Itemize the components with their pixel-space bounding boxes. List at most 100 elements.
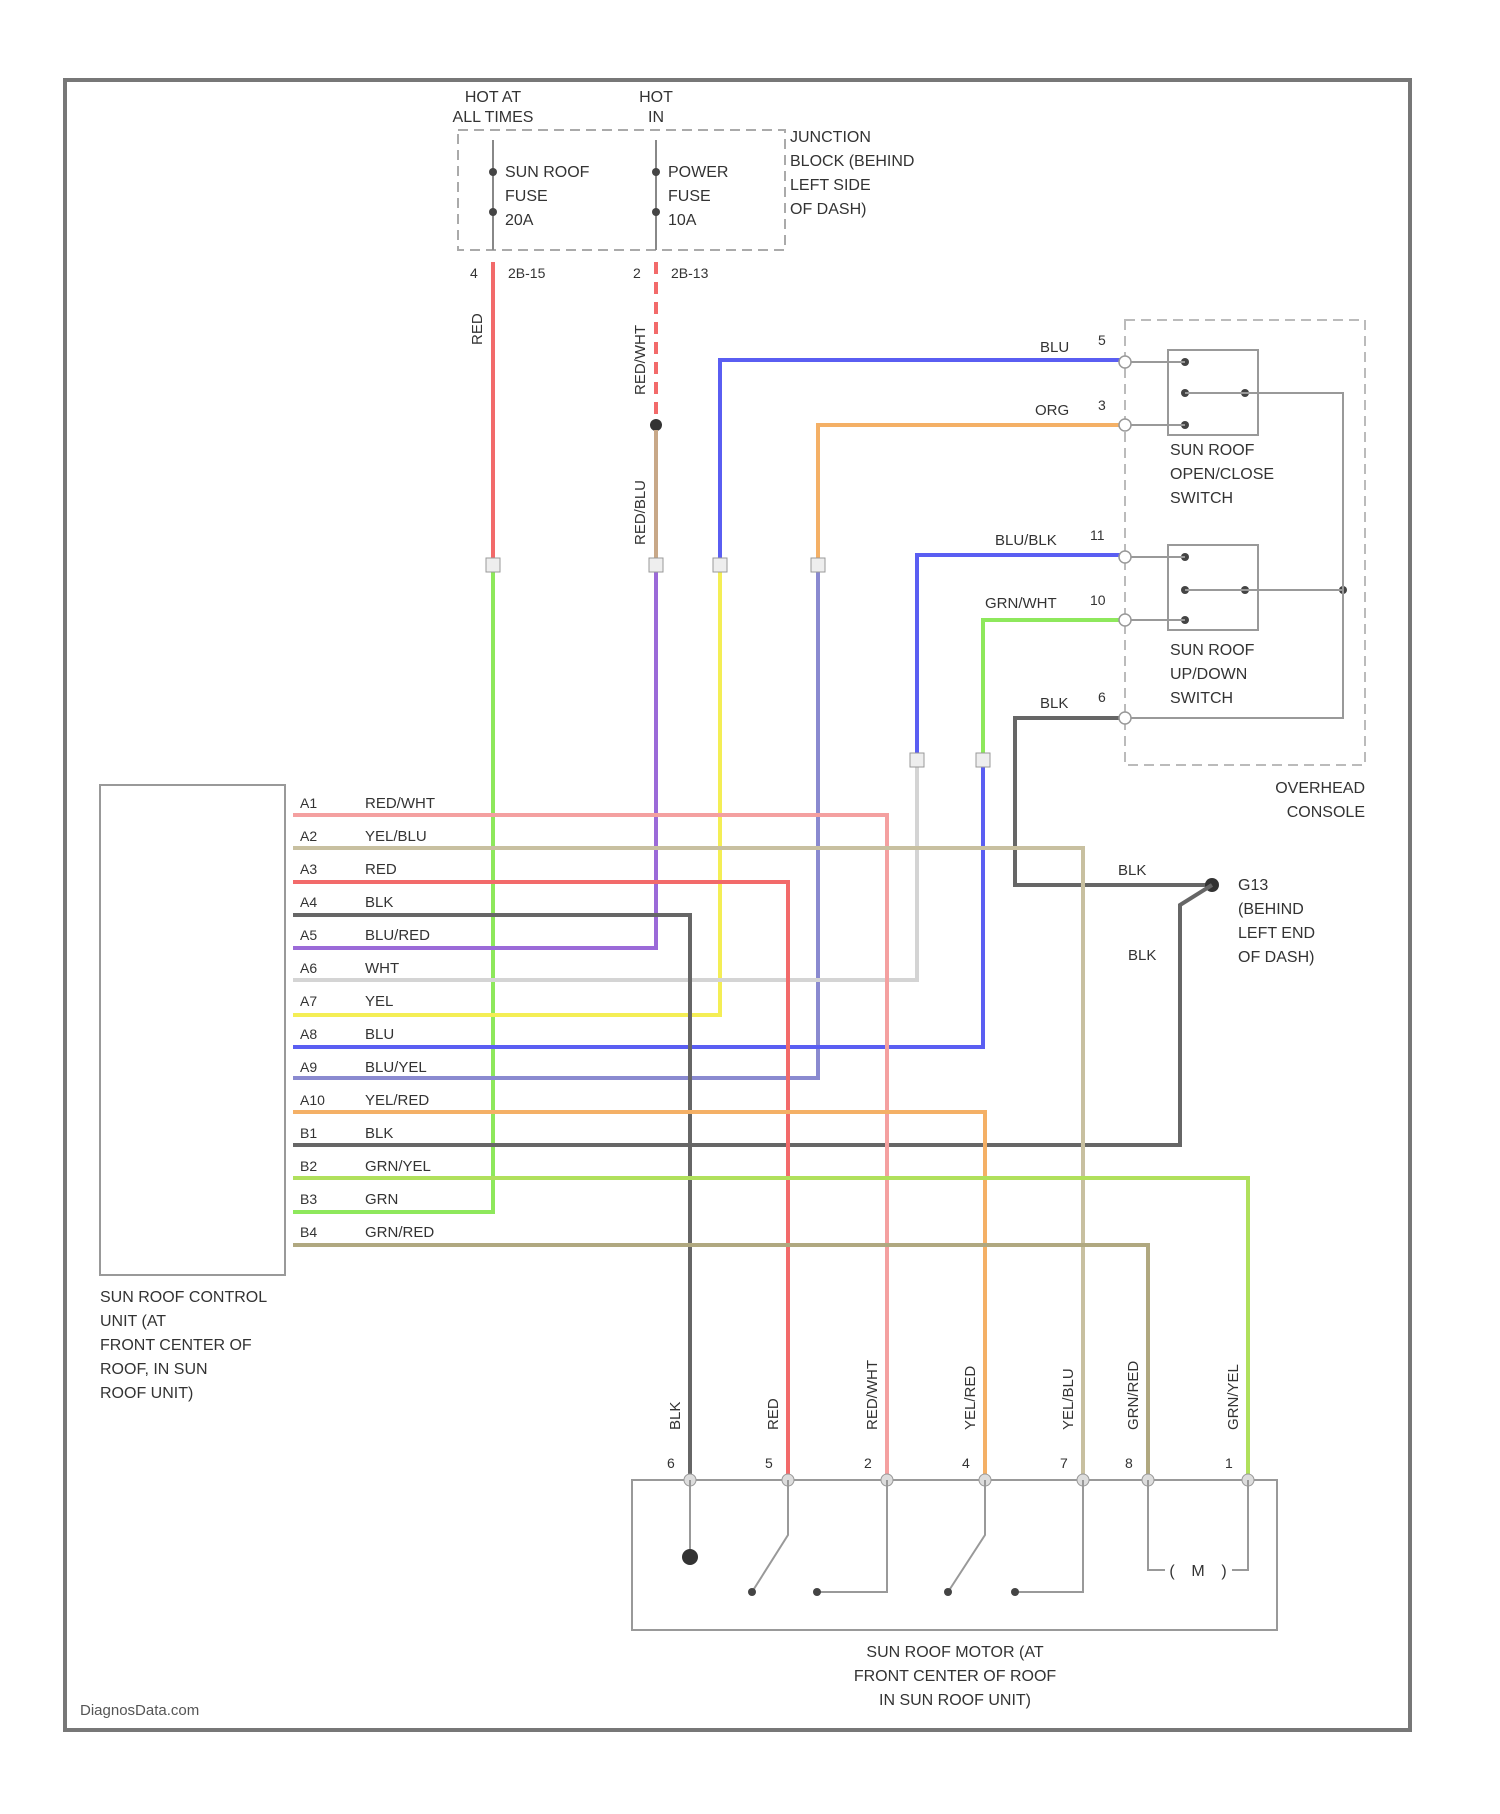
wire-blured-a5 — [293, 565, 656, 948]
ov-wire-pin-4: 10 — [1090, 592, 1106, 608]
cu-wire: WHT — [365, 960, 399, 977]
conn-left-pin: 4 — [470, 265, 478, 281]
cu-wire: BLU/YEL — [365, 1059, 427, 1076]
motor-pin: 6 — [667, 1455, 675, 1471]
wire-grnred-b4 — [293, 1245, 1148, 1480]
ov-wire-pin-3: 11 — [1090, 527, 1105, 543]
motor-wire-label: GRN/RED — [1125, 1361, 1142, 1430]
connector-box — [713, 558, 727, 572]
motor-wire-labels: BLK 6 RED 5 RED/WHT 2 YEL/RED 4 YEL/BLU … — [667, 1360, 1242, 1471]
cu-pin: A4 — [300, 894, 317, 910]
cu-pin: A10 — [300, 1092, 325, 1108]
motor-wire-label: BLK — [667, 1402, 684, 1430]
sunroof-control-unit-box — [100, 785, 285, 1275]
overhead-console-outline — [1125, 320, 1365, 765]
cu-wire: GRN/YEL — [365, 1158, 431, 1175]
conn-left-code: 2B-15 — [508, 265, 546, 281]
motor-wire-label: YEL/BLU — [1060, 1368, 1077, 1430]
wire-grnyel-b2 — [293, 1178, 1248, 1480]
connector-box — [811, 558, 825, 572]
cu-pin: A8 — [300, 1026, 317, 1042]
wire-blu-switch — [720, 360, 1125, 565]
ov-wire-label-5: BLK — [1040, 695, 1068, 712]
cu-wire: BLU — [365, 1026, 394, 1043]
ov-wire-label-1: BLU — [1040, 339, 1069, 356]
cu-wire: YEL/BLU — [365, 828, 427, 845]
motor-symbol-right-paren: ) — [1221, 1563, 1226, 1580]
motor-ground-terminal — [682, 1549, 698, 1565]
fuse-power-terminal-bottom — [652, 208, 660, 216]
motor-pin: 1 — [1225, 1455, 1233, 1471]
ov-wire-pin-1: 5 — [1098, 332, 1106, 348]
cu-wire: GRN/RED — [365, 1224, 434, 1241]
wire-blublk-switch — [917, 555, 1125, 760]
switch-internal-wiring — [1125, 362, 1343, 718]
motor-pin: 2 — [864, 1455, 872, 1471]
cu-pin: A1 — [300, 795, 317, 811]
sunroof-motor-box — [632, 1480, 1277, 1630]
wire-label-redblu: RED/BLU — [632, 480, 649, 545]
connector-box — [910, 753, 924, 767]
fuse-sunroof-terminal-bottom — [489, 208, 497, 216]
motor-pin: 7 — [1060, 1455, 1068, 1471]
wire-org-switch — [818, 425, 1125, 565]
wire-label-redwht: RED/WHT — [632, 325, 649, 395]
motor-wire-label: RED/WHT — [864, 1360, 881, 1430]
motor-pin: 8 — [1125, 1455, 1133, 1471]
cu-wire: RED — [365, 861, 397, 878]
connector-box — [649, 558, 663, 572]
ov-wire-label-3: BLU/BLK — [995, 532, 1057, 549]
console-pin-circles — [1119, 356, 1131, 724]
motor-symbol: M — [1191, 1563, 1204, 1580]
motor-wire-label: RED — [765, 1398, 782, 1430]
cu-pin: A7 — [300, 993, 317, 1009]
cu-pin: A5 — [300, 927, 317, 943]
cu-pin: B3 — [300, 1191, 317, 1207]
cu-pin: A2 — [300, 828, 317, 844]
conn-right-code: 2B-13 — [671, 265, 709, 281]
cu-wire: YEL/RED — [365, 1092, 429, 1109]
ov-wire-label-4: GRN/WHT — [985, 595, 1057, 612]
ov-wire-pin-2: 3 — [1098, 397, 1106, 413]
footer-watermark: DiagnosData.com — [80, 1702, 199, 1719]
cu-wire: GRN — [365, 1191, 398, 1208]
cu-pin: A6 — [300, 960, 317, 976]
connector-box — [486, 558, 500, 572]
fuse-power-terminal-top — [652, 168, 660, 176]
motor-label: SUN ROOF MOTOR (ATFRONT CENTER OF ROOFIN… — [854, 1644, 1057, 1709]
wire-blk-switch-ground — [1015, 718, 1212, 885]
cu-pin: A3 — [300, 861, 317, 877]
cu-wire: BLU/RED — [365, 927, 430, 944]
conn-right-pin: 2 — [633, 265, 641, 281]
wire-label-red: RED — [469, 313, 486, 345]
fuse-sunroof-terminal-top — [489, 168, 497, 176]
cu-pin: B1 — [300, 1125, 317, 1141]
cu-wire: BLK — [365, 1125, 393, 1142]
cu-wire: RED/WHT — [365, 795, 435, 812]
motor-wire-label: YEL/RED — [962, 1366, 979, 1430]
cu-pin: A9 — [300, 1059, 317, 1075]
splice-point — [650, 419, 662, 431]
motor-symbol-left-paren: ( — [1169, 1563, 1175, 1580]
cu-pin: B2 — [300, 1158, 317, 1174]
ov-wire-label-2: ORG — [1035, 402, 1069, 419]
motor-wire-label: GRN/YEL — [1225, 1364, 1242, 1430]
wire-grn-b3 — [293, 565, 493, 1212]
connector-box — [976, 753, 990, 767]
ground-wire-label-side: BLK — [1128, 947, 1156, 964]
cu-wire: BLK — [365, 894, 393, 911]
cu-pin: B4 — [300, 1224, 317, 1240]
motor-pin: 5 — [765, 1455, 773, 1471]
